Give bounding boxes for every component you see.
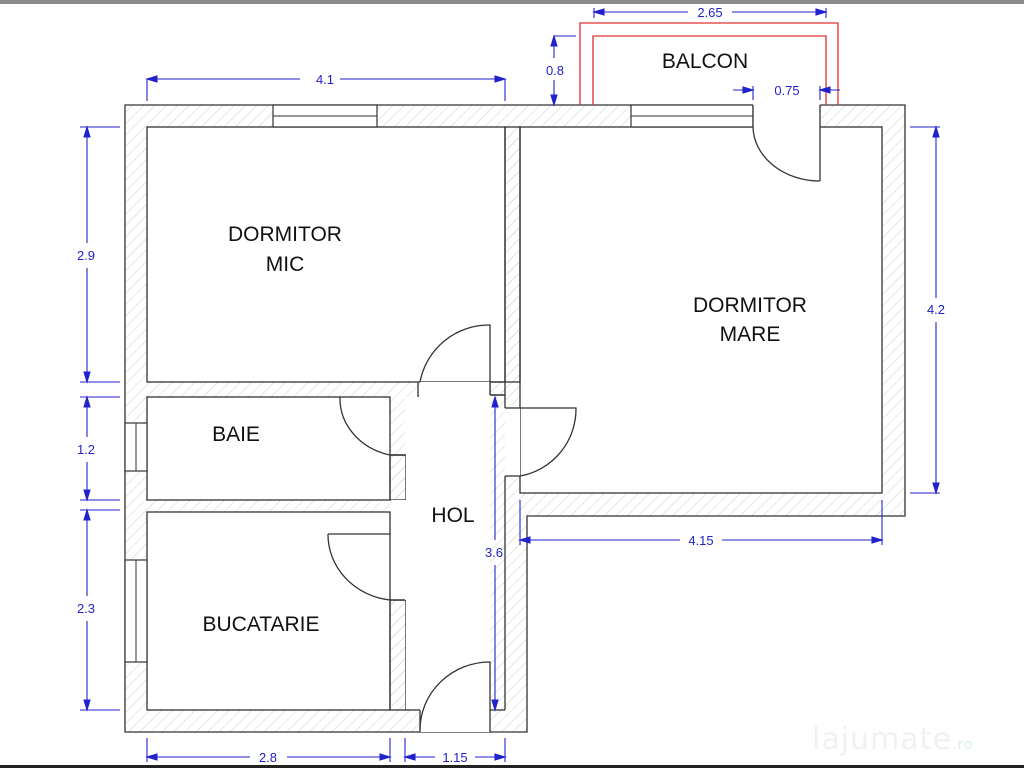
dim-bucatarie-height: 2.3	[77, 601, 95, 616]
label-bucatarie: BUCATARIE	[202, 613, 319, 636]
windows	[124, 104, 754, 663]
label-dormitor-mare-1: DORMITOR	[693, 294, 807, 317]
room-dormitor-mare	[519, 126, 883, 494]
watermark-brand: lajumate	[812, 722, 952, 757]
door-balcon	[752, 126, 821, 182]
dim-balcon-width: 2.65	[697, 5, 722, 20]
dim-hol-height: 3.6	[485, 545, 503, 560]
label-hol: HOL	[431, 504, 474, 527]
dim-dormitor-mare-width: 4.15	[688, 533, 713, 548]
label-balcon: BALCON	[662, 50, 748, 73]
door-dormitor-mic	[419, 324, 491, 383]
watermark-suffix: .ro	[951, 737, 974, 753]
door-dormitor-mare	[519, 407, 577, 477]
door-bucatarie	[327, 533, 405, 601]
door-baie	[339, 396, 405, 456]
walls	[124, 104, 906, 733]
dim-baie-height: 1.2	[77, 442, 95, 457]
label-baie: BAIE	[212, 423, 260, 446]
window-bottom-border	[0, 765, 1024, 768]
room-bucatarie	[146, 511, 391, 711]
balcony-outline	[579, 22, 839, 105]
room-dormitor-mic	[146, 126, 506, 383]
dim-balcon-depth: 0.8	[546, 63, 564, 78]
doors	[327, 126, 821, 731]
label-dormitor-mare-2: MARE	[720, 323, 781, 346]
dim-bucatarie-width: 2.8	[259, 750, 277, 765]
room-baie	[146, 396, 391, 501]
dim-hol-entry-width: 1.15	[442, 750, 467, 765]
door-entrance	[419, 661, 491, 731]
label-dormitor-mic-1: DORMITOR	[228, 223, 342, 246]
dimension-lines	[80, 8, 940, 762]
window-top-border	[0, 0, 1024, 4]
dim-dormitor-mic-height: 2.9	[77, 248, 95, 263]
dim-dormitor-mare-height: 4.2	[927, 302, 945, 317]
label-dormitor-mic-2: MIC	[266, 253, 305, 276]
dim-dormitor-mic-width: 4.1	[316, 72, 334, 87]
dim-balcon-door: 0.75	[774, 83, 799, 98]
watermark-logo: lajumate.ro	[812, 722, 973, 757]
